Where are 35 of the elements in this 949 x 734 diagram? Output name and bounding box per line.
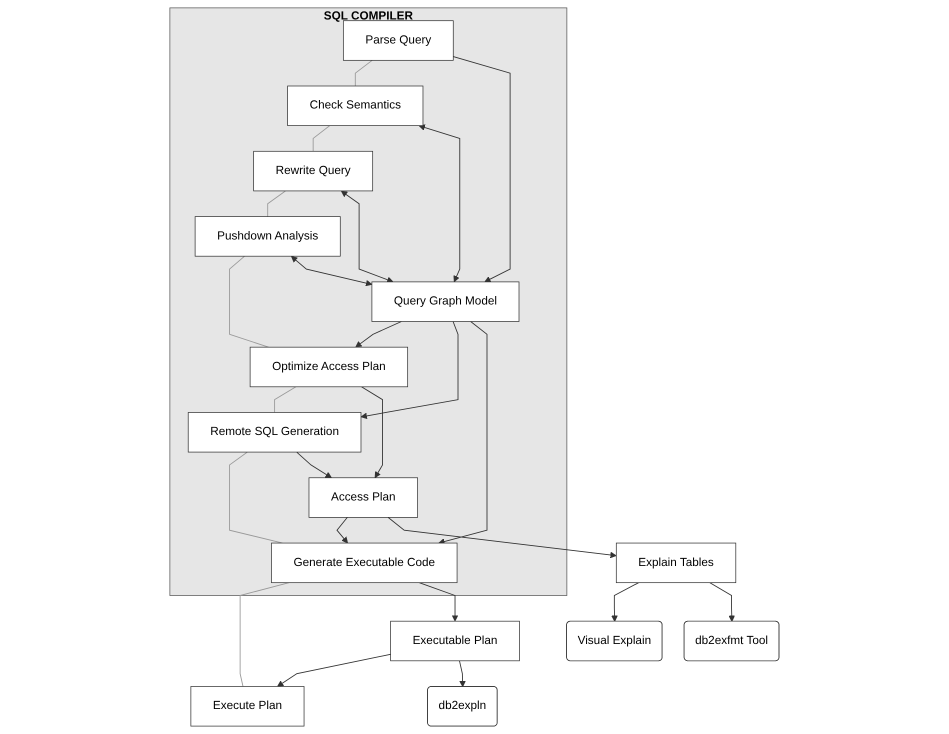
connector [274,386,296,413]
node-box: Parse Query [343,20,454,61]
node-box: Pushdown Analysis [194,216,341,257]
arrow [452,56,511,282]
arrow [388,516,617,558]
arrow [459,660,466,688]
connector [229,452,284,544]
node-box: Access Plan [308,477,418,518]
node-box: Optimize Access Plan [250,346,408,388]
node-box: Remote SQL Generation [188,412,362,452]
arrow [361,386,384,478]
arrow [418,582,458,622]
connector [229,256,270,348]
arrow [277,654,392,687]
arrow [418,124,460,282]
connector [354,60,373,86]
connector [240,582,290,687]
node-box: Execute Plan [190,686,304,726]
node-box: Query Graph Model [372,282,520,322]
node-box: Generate Executable Code [271,542,458,584]
node-box: Explain Tables [616,542,736,584]
arrow [296,452,332,478]
arrow [336,516,348,544]
node-box: Rewrite Query [253,150,374,192]
arrow [355,321,402,348]
node-box: Executable Plan [390,620,520,662]
node-box: Check Semantics [287,86,424,126]
arrow [611,582,640,622]
connector [267,190,286,218]
connector [312,125,330,152]
arrow [341,190,394,283]
arrow [709,582,736,622]
arrow [291,256,372,286]
arrow [438,321,488,545]
arrow [360,321,458,420]
